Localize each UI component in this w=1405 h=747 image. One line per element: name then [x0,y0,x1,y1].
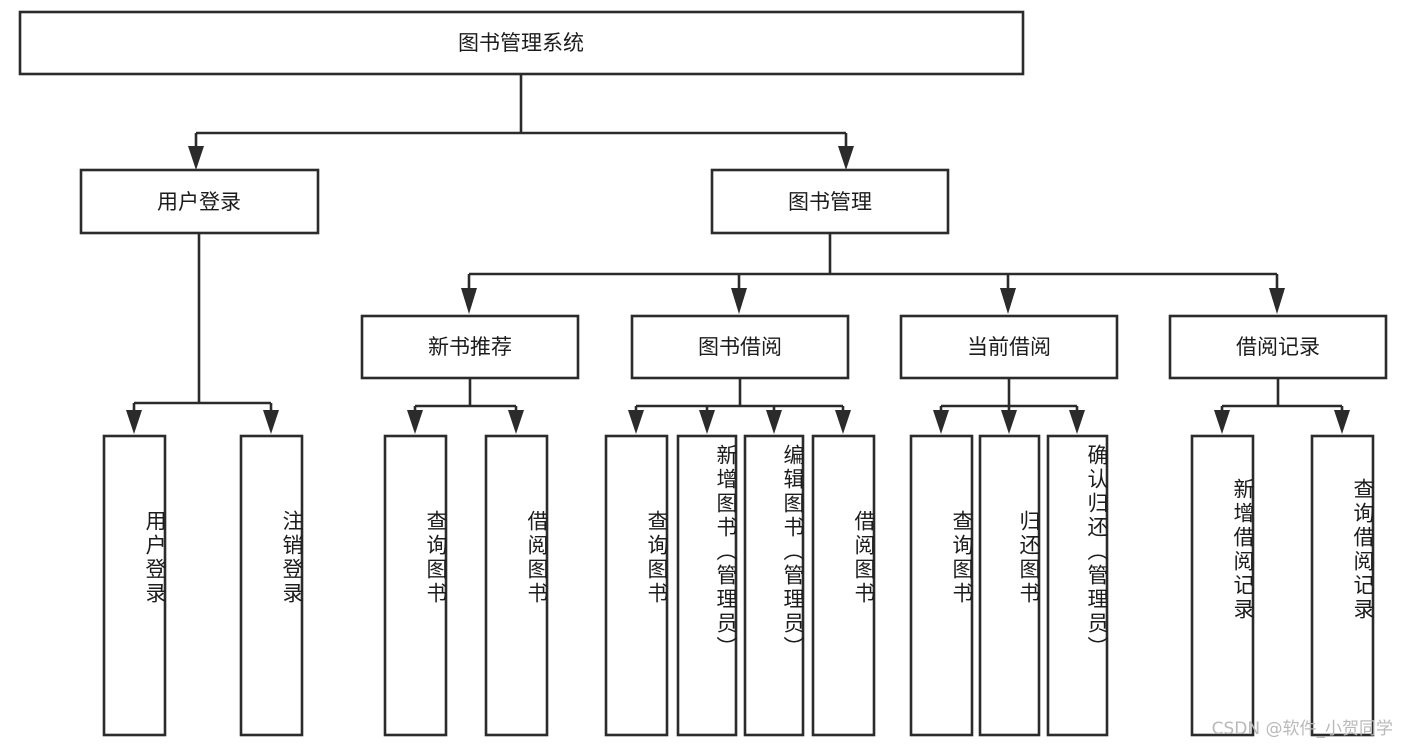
node-root-box [18,10,1025,76]
arrow-to-book-borrow-icon [731,288,747,314]
leaf-add-book-box[interactable] [676,434,738,737]
arrow-to-leaf-query-book-1-icon [407,410,423,434]
leaf-borrow-book-2-box[interactable] [811,434,876,737]
node-borrow-record-label: 借阅记录 [1236,335,1320,359]
arrow-to-leaf-logout-icon [263,410,279,434]
arrow-to-leaf-edit-book-icon [766,410,782,434]
node-book-borrow[interactable]: 图书借阅 [630,314,850,380]
arrow-to-current-borrow-icon [1000,288,1016,314]
leaf-logout-box[interactable] [239,434,304,737]
node-new-book-rec[interactable]: 新书推荐 [360,314,580,380]
node-root-label: 图书管理系统 [458,31,584,55]
csdn-watermark: CSDN @软件_小贺同学 [1211,719,1393,739]
arrow-to-leaf-confirm-return-icon [1069,410,1085,434]
arrow-to-leaf-borrow-book-1-icon [508,410,524,434]
arrow-to-leaf-query-book-3-icon [933,410,949,434]
arrow-to-borrow-record-icon [1269,288,1285,314]
arrow-to-leaf-query-book-2-icon [628,410,644,434]
node-book-manage-label: 图书管理 [788,190,872,214]
node-user-login-label: 用户登录 [157,190,241,214]
node-new-book-rec-label: 新书推荐 [428,335,512,359]
arrow-to-leaf-query-record-icon [1334,410,1350,434]
arrow-to-new-book-rec-icon [461,288,477,314]
leaf-query-book-1-box[interactable] [383,434,448,737]
arrow-to-user-login-icon [188,146,204,170]
leaf-query-record-box[interactable] [1310,434,1375,737]
node-book-borrow-box [630,314,850,380]
leaf-edit-book-box[interactable] [743,434,805,737]
node-new-book-rec-box [360,314,580,380]
node-book-manage[interactable]: 图书管理 [710,168,950,235]
node-current-borrow-box [899,314,1119,380]
node-root[interactable]: 图书管理系统 [18,10,1025,76]
arrow-to-leaf-borrow-book-2-icon [835,410,851,434]
leaf-confirm-return-box[interactable] [1046,434,1109,737]
leaf-query-book-3-box[interactable] [909,434,974,737]
arrow-to-leaf-return-book-icon [1001,410,1017,434]
arrow-to-book-manage-icon [838,146,854,170]
leaf-query-book-2-box[interactable] [604,434,669,737]
arrow-to-leaf-add-book-icon [699,410,715,434]
leaf-borrow-book-1-box[interactable] [484,434,549,737]
node-book-manage-box [710,168,950,235]
node-current-borrow-label: 当前借阅 [967,335,1051,359]
leaf-return-book-box[interactable] [978,434,1041,737]
leaf-user-login-box[interactable] [102,434,167,737]
arrow-to-leaf-add-record-icon [1214,410,1230,434]
leaf-add-record-box[interactable] [1190,434,1255,737]
node-user-login[interactable]: 用户登录 [79,168,320,235]
node-book-borrow-label: 图书借阅 [698,335,782,359]
node-current-borrow[interactable]: 当前借阅 [899,314,1119,380]
node-borrow-record-box [1168,314,1388,380]
arrow-to-leaf-user-login-icon [126,410,142,434]
node-borrow-record[interactable]: 借阅记录 [1168,314,1388,380]
